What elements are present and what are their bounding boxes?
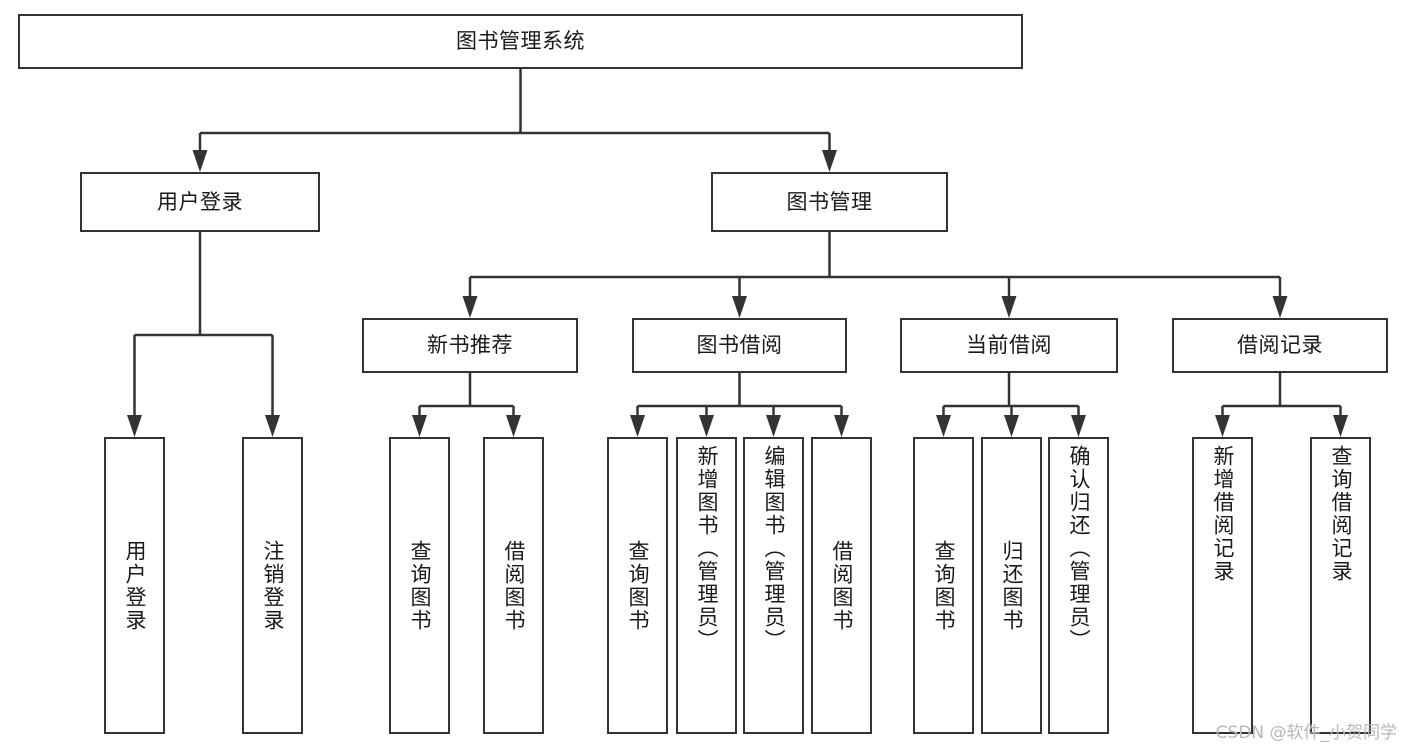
node-label-book-mgmt: 图书管理 xyxy=(786,189,873,214)
node-borrow-record[interactable]: 借阅记录 xyxy=(1172,318,1388,373)
arrowhead-leaf-edit-book xyxy=(766,415,781,437)
arrowhead-leaf-confirm-return xyxy=(1071,415,1086,437)
node-leaf-user-logout[interactable]: 注销登录 xyxy=(242,437,303,734)
node-label-leaf-borrow-book-1: 借阅图书 xyxy=(502,539,526,632)
node-leaf-query-book-3[interactable]: 查询图书 xyxy=(913,437,974,734)
node-label-leaf-add-record: 新增借阅记录 xyxy=(1211,445,1235,583)
node-current-borrow[interactable]: 当前借阅 xyxy=(900,318,1118,373)
arrowhead-leaf-query-book-2 xyxy=(630,415,645,437)
arrowhead-leaf-query-record xyxy=(1333,415,1348,437)
node-leaf-add-book[interactable]: 新增图书（管理员） xyxy=(676,437,737,734)
watermark-text: CSDN @软件_小贺同学 xyxy=(1215,723,1397,743)
node-label-leaf-query-book-2: 查询图书 xyxy=(626,539,650,632)
node-book-borrow[interactable]: 图书借阅 xyxy=(632,318,847,373)
node-label-leaf-borrow-book-2: 借阅图书 xyxy=(830,539,854,632)
node-label-leaf-user-login: 用户登录 xyxy=(123,539,147,632)
node-book-mgmt[interactable]: 图书管理 xyxy=(711,172,948,232)
arrowhead-user-login xyxy=(192,150,208,172)
node-label-leaf-query-record: 查询借阅记录 xyxy=(1329,445,1353,583)
node-user-login[interactable]: 用户登录 xyxy=(80,172,320,232)
node-leaf-query-record[interactable]: 查询借阅记录 xyxy=(1310,437,1371,734)
node-label-current-borrow: 当前借阅 xyxy=(966,333,1052,358)
node-leaf-confirm-return[interactable]: 确认归还（管理员） xyxy=(1048,437,1109,734)
arrowhead-book-mgmt xyxy=(822,150,837,172)
arrowhead-leaf-add-book xyxy=(699,415,714,437)
node-label-leaf-user-logout: 注销登录 xyxy=(261,539,285,632)
node-label-book-borrow: 图书借阅 xyxy=(696,333,783,358)
node-leaf-query-book-1[interactable]: 查询图书 xyxy=(389,437,450,734)
node-leaf-borrow-book-1[interactable]: 借阅图书 xyxy=(483,437,544,734)
node-label-leaf-return-book: 归还图书 xyxy=(1000,539,1024,632)
node-leaf-return-book[interactable]: 归还图书 xyxy=(981,437,1042,734)
node-leaf-query-book-2[interactable]: 查询图书 xyxy=(607,437,668,734)
node-label-leaf-query-book-1: 查询图书 xyxy=(408,539,432,632)
arrowhead-leaf-user-login xyxy=(127,415,142,437)
arrowhead-leaf-query-book-3 xyxy=(936,415,951,437)
arrowhead-borrow-record xyxy=(1272,296,1288,318)
node-leaf-add-record[interactable]: 新增借阅记录 xyxy=(1192,437,1253,734)
arrowhead-book-borrow xyxy=(732,296,747,318)
arrowhead-leaf-user-logout xyxy=(265,415,280,437)
arrowhead-leaf-return-book xyxy=(1004,415,1019,437)
node-label-leaf-query-book-3: 查询图书 xyxy=(932,539,956,632)
node-leaf-edit-book[interactable]: 编辑图书（管理员） xyxy=(743,437,804,734)
node-root[interactable]: 图书管理系统 xyxy=(18,14,1023,69)
arrowhead-leaf-query-book-1 xyxy=(412,415,427,437)
node-label-leaf-add-book: 新增图书（管理员） xyxy=(695,445,719,652)
node-label-root: 图书管理系统 xyxy=(456,29,585,54)
arrowhead-leaf-borrow-book-2 xyxy=(834,415,849,437)
node-leaf-borrow-book-2[interactable]: 借阅图书 xyxy=(811,437,872,734)
node-label-borrow-record: 借阅记录 xyxy=(1237,333,1323,358)
node-leaf-user-login[interactable]: 用户登录 xyxy=(104,437,165,734)
node-label-user-login: 用户登录 xyxy=(157,189,243,214)
node-label-leaf-edit-book: 编辑图书（管理员） xyxy=(762,445,786,652)
arrowhead-leaf-add-record xyxy=(1215,415,1230,437)
arrowhead-new-book-rec xyxy=(462,296,478,318)
node-label-new-book-rec: 新书推荐 xyxy=(427,333,513,358)
arrowhead-leaf-borrow-book-1 xyxy=(506,415,521,437)
node-new-book-rec[interactable]: 新书推荐 xyxy=(362,318,578,373)
node-label-leaf-confirm-return: 确认归还（管理员） xyxy=(1067,445,1091,652)
arrowhead-current-borrow xyxy=(1001,296,1017,318)
